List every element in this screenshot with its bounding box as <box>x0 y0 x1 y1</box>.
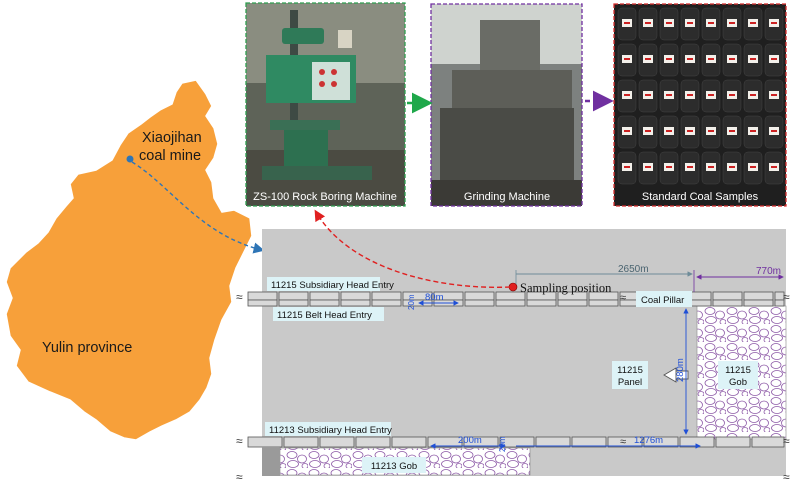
svg-text:≈: ≈ <box>236 434 243 448</box>
advance-arrow-icon <box>663 367 689 383</box>
svg-text:≈: ≈ <box>236 470 243 482</box>
dim-2650m: 2650m <box>618 264 649 275</box>
dim-280m: 280m <box>675 358 686 382</box>
mine-label-line2: coal mine <box>139 148 201 164</box>
label-11213-subsidiary: 11213 Subsidiary Head Entry <box>269 425 392 436</box>
label-11215-belt: 11215 Belt Head Entry <box>277 310 372 321</box>
label-panel-line2: Panel <box>618 377 642 388</box>
sampling-to-lab-arrow <box>314 209 511 288</box>
svg-text:≈: ≈ <box>620 436 626 448</box>
svg-text:≈: ≈ <box>236 290 243 304</box>
yulin-province-map: Xiaojihan coal mine Yulin province <box>5 79 253 441</box>
mine-plan: ≈ ≈ ≈ ≈ ≈ ≈ ≈ ≈ 11215 Subsidiary Head En… <box>236 229 790 482</box>
sampling-position-label: Sampling position <box>520 281 612 295</box>
label-11215-subsidiary: 11215 Subsidiary Head Entry <box>271 280 394 291</box>
caption-grinding: Grinding Machine <box>464 191 550 203</box>
dim-770m: 770m <box>756 266 781 277</box>
dim-20m-bottom: 20m <box>498 436 507 452</box>
label-coal-pillar: Coal Pillar <box>641 295 684 306</box>
province-label: Yulin province <box>42 340 132 356</box>
yulin-province-shape <box>5 79 253 441</box>
svg-text:≈: ≈ <box>620 292 626 304</box>
label-gob-right-line2: Gob <box>729 377 747 388</box>
sampling-position-dot <box>508 282 518 292</box>
photo-rock-boring-machine: ZS-100 Rock Boring Machine <box>245 2 406 207</box>
dim-200m: 200m <box>458 435 482 446</box>
label-gob-right-line1: 11215 <box>725 365 751 376</box>
photo-coal-samples: Standard Coal Samples <box>613 3 787 207</box>
caption-coal-samples: Standard Coal Samples <box>642 191 759 203</box>
dim-20m-top: 20m <box>407 294 416 310</box>
mine-label-line1: Xiaojihan <box>142 130 202 146</box>
label-gob-bottom: 11213 Gob <box>371 461 417 472</box>
svg-text:≈: ≈ <box>783 290 790 304</box>
svg-text:≈: ≈ <box>783 470 790 482</box>
caption-rock-boring: ZS-100 Rock Boring Machine <box>253 191 397 203</box>
photo-grinding-machine: Grinding Machine <box>430 3 583 207</box>
xiaojihan-mine-dot <box>126 155 134 163</box>
dim-80m: 80m <box>425 292 444 303</box>
label-panel-line1: 11215 <box>617 365 643 376</box>
svg-text:≈: ≈ <box>783 434 790 448</box>
mine-to-plan-arrow <box>131 161 265 254</box>
dim-1276m: 1276m <box>634 435 663 446</box>
